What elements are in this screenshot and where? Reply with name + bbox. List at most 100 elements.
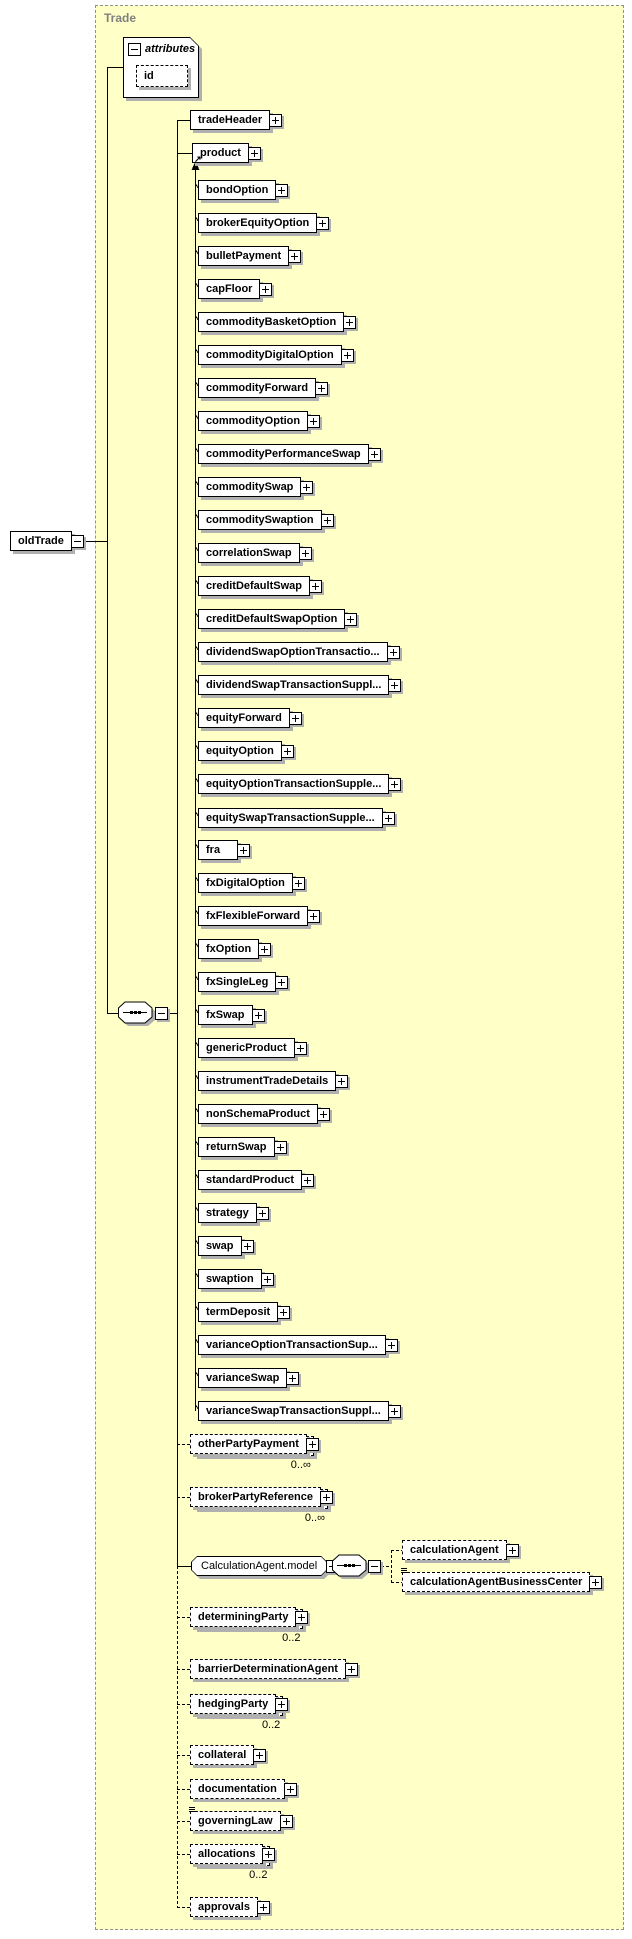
element-brokerequityoption[interactable]: brokerEquityOption [198,212,330,234]
element-commodityoption[interactable]: commodityOption [198,410,321,432]
element-bulletpayment[interactable]: bulletPayment [198,245,302,267]
element-approvals[interactable]: approvals [190,1896,270,1918]
element-oldtrade[interactable]: oldTrade [10,530,84,552]
element-equityforward[interactable]: equityForward [198,707,302,729]
expand-icon[interactable] [251,1008,265,1022]
collapse-icon[interactable] [128,43,141,56]
element-swap[interactable]: swap [198,1235,254,1257]
expand-icon[interactable] [279,1814,293,1828]
element-instrumenttradedetails[interactable]: instrumentTradeDetails [198,1070,349,1092]
element-barrierdeterminationagent[interactable]: barrierDeterminationAgent [190,1658,358,1680]
element-dividendswaptransactionsuppl[interactable]: dividendSwapTransactionSuppl... [198,674,402,696]
element-equityoptiontransactionsupple[interactable]: equityOptionTransactionSupple... [198,773,402,795]
element-collateral[interactable]: collateral [190,1744,267,1766]
element-standardproduct[interactable]: standardProduct [198,1169,315,1191]
element-fxoption[interactable]: fxOption [198,938,272,960]
element-fxswap[interactable]: fxSwap [198,1004,265,1026]
collapse-icon[interactable] [155,1007,168,1020]
expand-icon[interactable] [307,414,321,428]
expand-icon[interactable] [247,146,261,160]
element-commodityswaption[interactable]: commoditySwaption [198,509,334,531]
element-varianceswaptransactionsuppl[interactable]: varianceSwapTransactionSuppl... [198,1400,401,1422]
element-genericproduct[interactable]: genericProduct [198,1037,307,1059]
element-correlationswap[interactable]: correlationSwap [198,542,312,564]
element-brokerpartyreference[interactable]: brokerPartyReference 0..∞ [190,1486,333,1524]
element-varianceswap[interactable]: varianceSwap [198,1367,300,1389]
element-commoditydigitaloption[interactable]: commodityDigitalOption [198,344,354,366]
expand-icon[interactable] [307,909,321,923]
collapse-icon[interactable] [368,1560,381,1573]
element-creditdefaultswap[interactable]: creditDefaultSwap [198,575,322,597]
element-capfloor[interactable]: capFloor [198,278,273,300]
expand-icon[interactable] [344,1662,358,1676]
element-documentation[interactable]: documentation [190,1778,297,1800]
element-returnswap[interactable]: returnSwap [198,1136,287,1158]
expand-icon[interactable] [589,1575,603,1589]
collapse-icon[interactable] [70,534,84,548]
element-strategy[interactable]: strategy [198,1202,269,1224]
expand-icon[interactable] [315,381,329,395]
expand-icon[interactable] [277,1305,291,1319]
element-varianceoptiontransactionsup[interactable]: varianceOptionTransactionSup... [198,1334,398,1356]
expand-icon[interactable] [335,1074,349,1088]
expand-icon[interactable] [283,1782,297,1796]
expand-icon[interactable] [275,1697,289,1711]
expand-icon[interactable] [286,1371,300,1385]
expand-icon[interactable] [316,216,330,230]
element-swaption[interactable]: swaption [198,1268,274,1290]
element-creditdefaultswapoption[interactable]: creditDefaultSwapOption [198,608,358,630]
expand-icon[interactable] [505,1543,519,1557]
element-fra[interactable]: fra [198,839,250,861]
element-termdeposit[interactable]: termDeposit [198,1301,291,1323]
expand-icon[interactable] [387,1404,401,1418]
element-commodityforward[interactable]: commodityForward [198,377,329,399]
expand-icon[interactable] [269,113,283,127]
expand-icon[interactable] [300,480,314,494]
expand-icon[interactable] [388,777,402,791]
element-equityswaptransactionsupple[interactable]: equitySwapTransactionSupple... [198,807,395,829]
element-bondoption[interactable]: bondOption [198,179,289,201]
expand-icon[interactable] [295,1610,309,1624]
expand-icon[interactable] [305,1437,319,1451]
sequence-icon[interactable] [118,1001,158,1027]
expand-icon[interactable] [301,1173,315,1187]
expand-icon[interactable] [367,447,381,461]
element-tradeheader[interactable]: tradeHeader [190,109,283,131]
expand-icon[interactable] [255,1206,269,1220]
expand-icon[interactable] [240,1239,254,1253]
expand-icon[interactable] [258,942,272,956]
element-dividendswapoptiontransactio[interactable]: dividendSwapOptionTransactio... [198,641,400,663]
expand-icon[interactable] [384,1338,398,1352]
expand-icon[interactable] [293,1041,307,1055]
element-governinglaw[interactable]: governingLaw [189,1807,293,1832]
element-product[interactable]: product ↗ [192,142,261,164]
expand-icon[interactable] [280,744,294,758]
expand-icon[interactable] [259,282,273,296]
element-fxdigitaloption[interactable]: fxDigitalOption [198,872,305,894]
expand-icon[interactable] [273,1140,287,1154]
sequence-icon[interactable] [332,1554,372,1580]
expand-icon[interactable] [308,579,322,593]
expand-icon[interactable] [262,1847,276,1861]
model-group-calculationagent[interactable]: CalculationAgent.model [191,1556,340,1576]
expand-icon[interactable] [275,183,289,197]
expand-icon[interactable] [340,348,354,362]
expand-icon[interactable] [288,249,302,263]
expand-icon[interactable] [381,811,395,825]
expand-icon[interactable] [237,843,250,857]
expand-icon[interactable] [253,1748,267,1762]
element-commodityswap[interactable]: commoditySwap [198,476,314,498]
expand-icon[interactable] [275,975,289,989]
element-determiningparty[interactable]: determiningParty 0..2 [190,1606,309,1644]
expand-icon[interactable] [291,876,305,890]
element-calculationagent[interactable]: calculationAgent [402,1539,519,1561]
element-commodityperformanceswap[interactable]: commodityPerformanceSwap [198,443,381,465]
element-hedgingparty[interactable]: hedgingParty 0..2 [190,1693,289,1731]
expand-icon[interactable] [260,1272,274,1286]
element-nonschemaproduct[interactable]: nonSchemaProduct [198,1103,330,1125]
expand-icon[interactable] [320,513,334,527]
expand-icon[interactable] [344,612,358,626]
element-fxflexibleforward[interactable]: fxFlexibleForward [198,905,321,927]
element-commoditybasketoption[interactable]: commodityBasketOption [198,311,357,333]
expand-icon[interactable] [386,645,400,659]
